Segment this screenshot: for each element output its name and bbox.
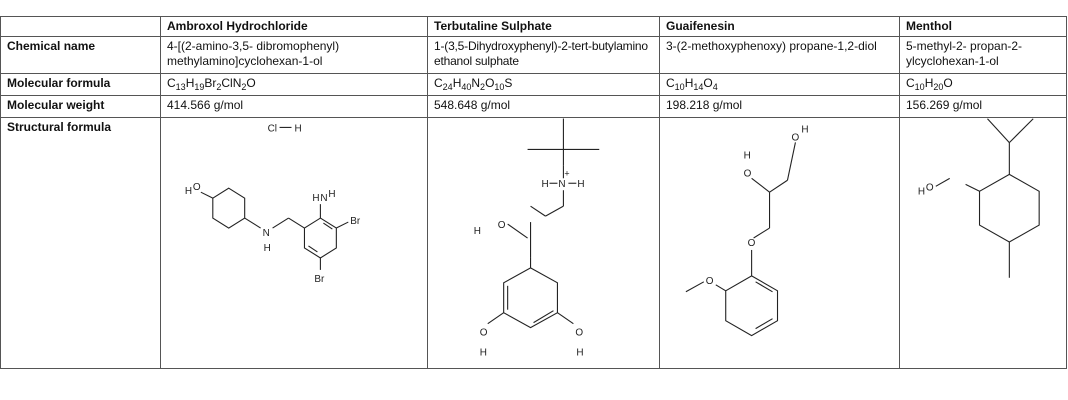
row-label: Structural formula: [0, 117, 161, 369]
header-menthol: Menthol: [899, 16, 1067, 37]
structure-menthol: H O: [899, 117, 1067, 369]
atom-label: Br: [314, 274, 325, 285]
atom-label: H: [264, 243, 271, 254]
atom-label: H: [744, 150, 751, 161]
atom-label: O: [575, 328, 583, 339]
header-ambroxol: Ambroxol Hydrochloride: [160, 16, 428, 37]
atom-label: O: [193, 182, 201, 193]
atom-label: O: [480, 328, 488, 339]
atom-label: O: [748, 238, 756, 249]
structure-terbutaline: H N H + H O O H: [427, 117, 660, 369]
atom-label: H: [918, 186, 925, 197]
atom-label: +: [564, 168, 569, 178]
weight-menthol: 156.269 g/mol: [899, 95, 1067, 118]
atom-label: H: [328, 189, 335, 200]
atom-label: H: [577, 179, 584, 190]
atom-label: N: [320, 193, 327, 204]
table-row-molecular-weight: Molecular weight 414.566 g/mol 548.648 g…: [0, 95, 1067, 118]
atom-label: H: [480, 348, 487, 359]
table-row-molecular-formula: Molecular formula C13H19Br2ClN2O C24H40N…: [0, 73, 1067, 96]
table-row-structural-formula: Structural formula Cl H H O N H: [0, 117, 1067, 369]
chemical-name-ambroxol: 4-[(2-amino-3,5- dibromophenyl) methylam…: [160, 36, 428, 74]
weight-ambroxol: 414.566 g/mol: [160, 95, 428, 118]
row-label: Molecular weight: [0, 95, 161, 118]
atom-label: O: [926, 182, 934, 193]
atom-label: O: [744, 168, 752, 179]
header-empty-cell: [0, 16, 161, 37]
structure-ambroxol: Cl H H O N H H N H: [160, 117, 428, 369]
atom-label: H: [576, 348, 583, 359]
chemical-name-terbutaline: 1-(3,5-Dihydroxyphenyl)-2-tert-butylamin…: [427, 36, 660, 74]
atom-label: H: [312, 193, 319, 204]
row-label: Molecular formula: [0, 73, 161, 96]
atom-label: N: [263, 228, 270, 239]
terbutaline-structure-drawing: H N H + H O O H: [474, 118, 600, 359]
table-header-row: Ambroxol Hydrochloride Terbutaline Sulph…: [0, 16, 1067, 37]
chemical-name-guaifenesin: 3-(2-methoxyphenoxy) propane-1,2-diol: [659, 36, 900, 74]
menthol-structure-drawing: H O: [918, 118, 1040, 278]
formula-terbutaline: C24H40N2O10S: [427, 73, 660, 96]
atom-label: N: [558, 179, 565, 190]
atom-label: H: [801, 124, 808, 135]
header-terbutaline: Terbutaline Sulphate: [427, 16, 660, 37]
guaifenesin-structure-drawing: H O O H O O: [685, 124, 809, 337]
header-guaifenesin: Guaifenesin: [659, 16, 900, 37]
formula-guaifenesin: C10H14O4: [659, 73, 900, 96]
atom-label: O: [498, 220, 506, 231]
row-label: Chemical name: [0, 36, 161, 74]
atom-label: O: [706, 276, 714, 287]
table-row-chemical-name: Chemical name 4-[(2-amino-3,5- dibromoph…: [0, 36, 1067, 74]
atom-label: Br: [350, 216, 361, 227]
atom-label: H: [542, 179, 549, 190]
weight-terbutaline: 548.648 g/mol: [427, 95, 660, 118]
ambroxol-structure-drawing: Cl H H O N H H N H: [185, 123, 361, 285]
atom-label: Cl: [268, 123, 277, 134]
structure-guaifenesin: H O O H O O: [659, 117, 900, 369]
atom-label: O: [791, 132, 799, 143]
chemical-name-menthol: 5-methyl-2- propan-2-ylcyclohexan-1-ol: [899, 36, 1067, 74]
formula-menthol: C10H20O: [899, 73, 1067, 96]
formula-ambroxol: C13H19Br2ClN2O: [160, 73, 428, 96]
compound-properties-table: Ambroxol Hydrochloride Terbutaline Sulph…: [0, 16, 1067, 369]
atom-label: H: [294, 123, 301, 134]
atom-label: H: [185, 186, 192, 197]
weight-guaifenesin: 198.218 g/mol: [659, 95, 900, 118]
atom-label: H: [474, 226, 481, 237]
